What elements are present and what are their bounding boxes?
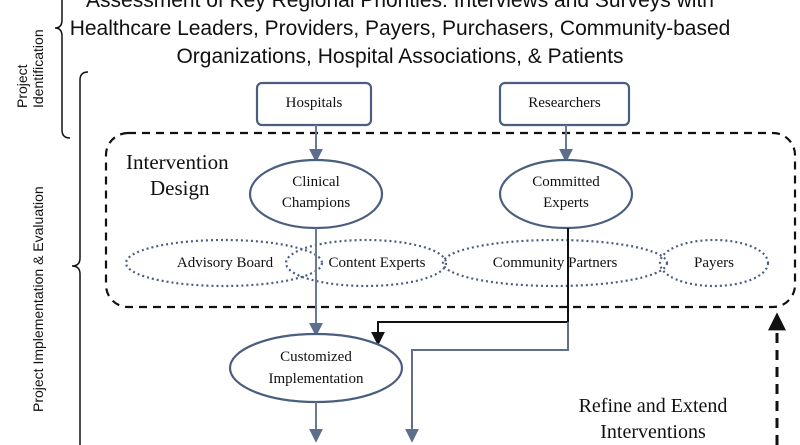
arrow-committed-to-customized (371, 228, 569, 346)
clinical-champions-node (248, 158, 384, 230)
header-line-3: Organizations, Hospital Associations, & … (176, 45, 624, 68)
researchers-label: Researchers (528, 95, 601, 111)
clinical-label-line-1: Clinical (292, 174, 340, 190)
payers-label: Payers (694, 255, 734, 271)
intervention-label-line-1: Intervention (126, 150, 229, 174)
header-line-1: Assessment of Key Regional Priorities: I… (86, 0, 714, 12)
refine-label-line-1: Refine and Extend (578, 395, 728, 417)
advisory-board-node (124, 238, 324, 288)
content-experts-label: Content Experts (328, 255, 426, 271)
hospitals-label: Hospitals (285, 95, 343, 111)
researchers-box (498, 81, 631, 127)
hospitals-box (255, 81, 373, 127)
community-partners-node (441, 238, 669, 288)
side-label-project: Project (14, 64, 30, 108)
clinical-label-line-2: Champions (281, 195, 351, 211)
intervention-label-line-2: Design (150, 176, 210, 200)
content-experts-node (284, 238, 448, 288)
community-partners-label: Community Partners (492, 255, 618, 271)
arrow-committed-down (405, 322, 569, 443)
header-line-2: Healthcare Leaders, Providers, Payers, P… (69, 17, 731, 40)
side-label-identification: Identification (30, 29, 46, 108)
committed-experts-node (498, 158, 634, 230)
customized-label-line-1: Customized (280, 349, 352, 365)
bracket-implementation (71, 71, 89, 445)
side-label-implementation: Project Implementation & Evaluation (30, 186, 46, 412)
committed-label-line-1: Committed (532, 174, 600, 190)
committed-label-line-2: Experts (543, 195, 589, 211)
advisory-board-label: Advisory Board (176, 255, 274, 271)
refine-label-line-2: Interventions (600, 421, 706, 443)
payers-node (658, 238, 770, 288)
customized-label-line-2: Implementation (268, 371, 364, 387)
bracket-identification (54, 0, 71, 139)
customized-implementation-node (228, 332, 404, 404)
intervention-design-frame (104, 131, 797, 309)
